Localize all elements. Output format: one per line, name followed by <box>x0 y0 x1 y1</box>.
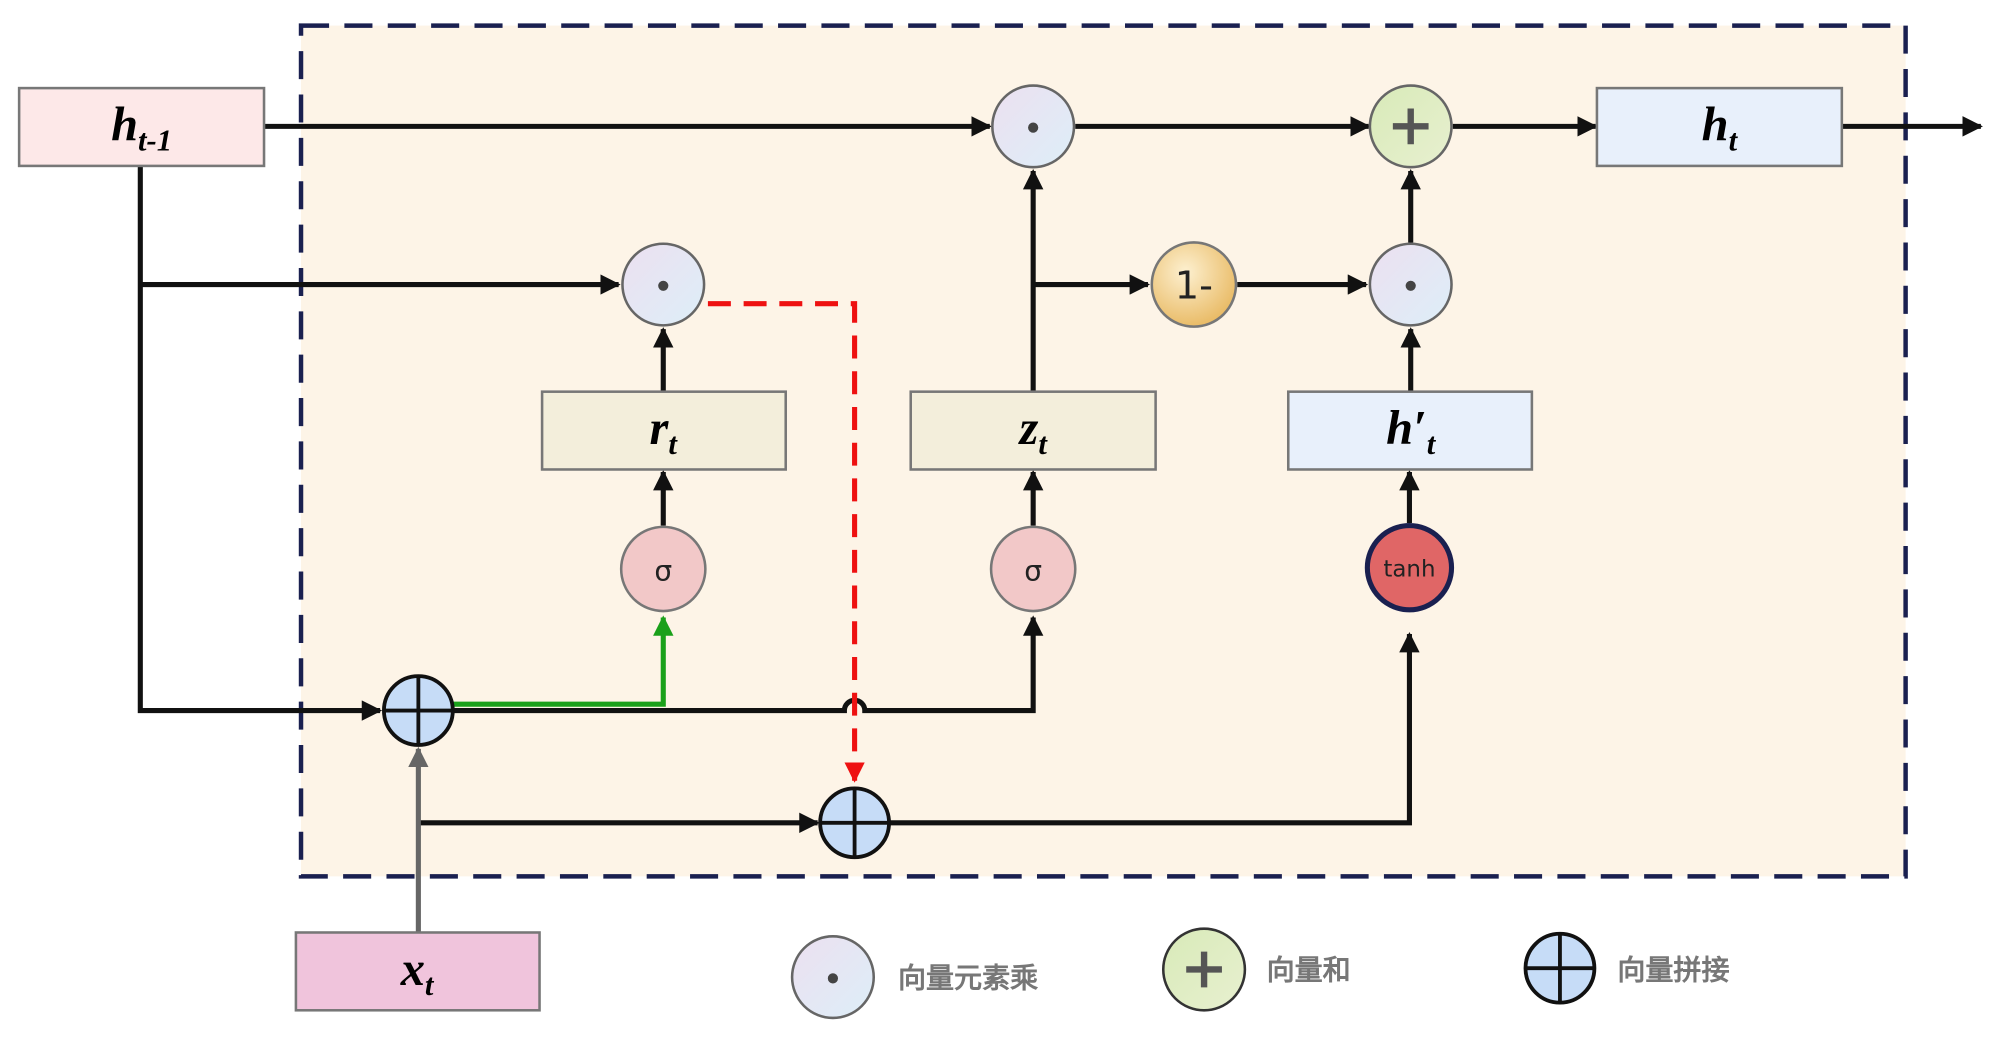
connections <box>137 116 1983 833</box>
multiply-icon <box>621 242 706 327</box>
vector-concat-icon <box>1523 931 1597 1005</box>
multiply-icon <box>1368 242 1453 327</box>
reset-gate-path <box>452 615 674 707</box>
sigma-icon: σ <box>989 525 1077 613</box>
multiply-icon <box>991 84 1076 169</box>
elementwise-multiply-icon <box>790 935 875 1020</box>
concat-icon <box>382 674 455 747</box>
legend: 向量元素乘 向量和 向量拼接 <box>790 927 1730 1020</box>
svg-text:σ: σ <box>654 554 672 587</box>
svg-text:rt: rt <box>650 402 679 461</box>
svg-text:zt: zt <box>1017 402 1048 461</box>
svg-text:tanh: tanh <box>1383 557 1435 583</box>
svg-text:σ: σ <box>1024 554 1042 587</box>
svg-text:h′t: h′t <box>1386 402 1437 461</box>
legend-label: 向量拼接 <box>1617 954 1729 987</box>
h-candidate-box: h′t <box>1286 390 1534 471</box>
add-icon <box>1368 84 1453 169</box>
x-t-box: xt <box>294 931 541 1012</box>
tanh-node: tanh <box>1364 523 1455 613</box>
r-t-box: rt <box>540 390 787 471</box>
svg-text:ht-1: ht-1 <box>111 98 172 157</box>
vector-add-icon <box>1161 927 1247 1012</box>
one-minus-node: 1- <box>1150 241 1238 328</box>
svg-text:xt: xt <box>400 943 435 1002</box>
h-t-box: ht <box>1595 86 1844 168</box>
h-prev-box: ht-1 <box>17 86 266 168</box>
legend-label: 向量元素乘 <box>898 961 1038 994</box>
reset-hidden-path <box>707 301 865 783</box>
svg-text:1-: 1- <box>1175 264 1213 309</box>
legend-label: 向量和 <box>1267 954 1351 987</box>
concat-icon <box>818 786 891 860</box>
z-t-box: zt <box>909 390 1157 471</box>
sigma-icon: σ <box>619 525 707 613</box>
svg-text:ht: ht <box>1702 98 1739 157</box>
